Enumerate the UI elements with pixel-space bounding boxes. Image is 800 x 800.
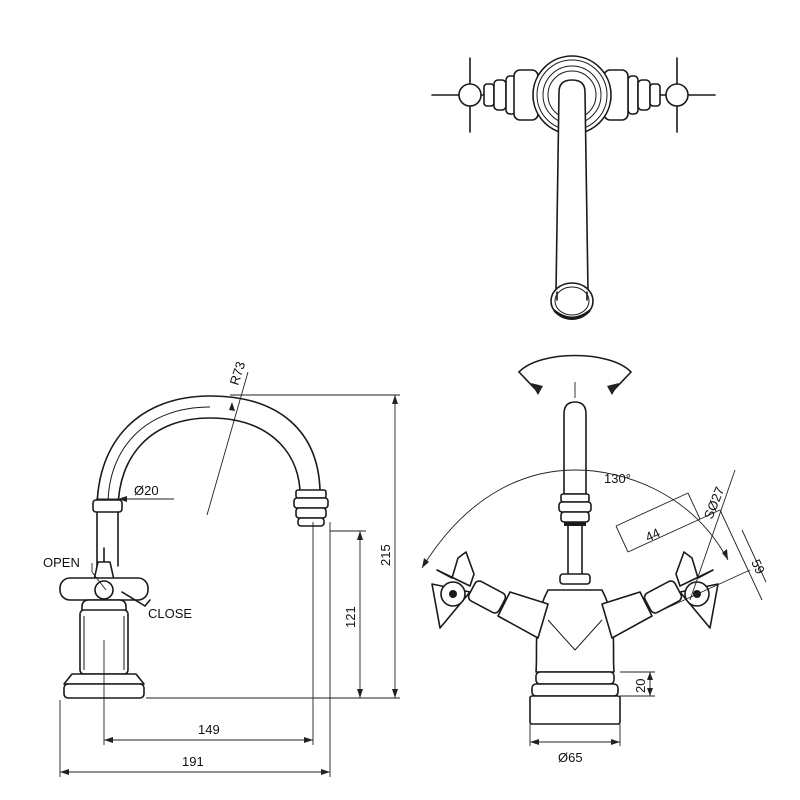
- side-labels: R73 Ø20 OPEN CLOSE 215 121 149 191: [43, 360, 393, 769]
- right-handle-front: [601, 551, 719, 639]
- front-view: 130° SØ27 44 59 20 Ø65: [421, 354, 768, 765]
- front-dimensions: [421, 469, 767, 746]
- body-front: [529, 589, 621, 725]
- spout-front: [558, 401, 592, 585]
- spout-diameter-label: Ø20: [134, 483, 159, 498]
- handle-side: [59, 547, 151, 637]
- right-handle-top: [627, 57, 716, 133]
- height-spout-label: 121: [343, 606, 358, 628]
- overall-length-label: 191: [182, 754, 204, 769]
- base-height-label: 20: [633, 679, 648, 693]
- side-view: R73 Ø20 OPEN CLOSE 215 121 149 191: [43, 360, 400, 777]
- reach-label: 149: [198, 722, 220, 737]
- rotation-arrows: [518, 354, 632, 398]
- top-view: [431, 55, 716, 320]
- left-handle-top: [431, 57, 517, 133]
- rotation-angle-label: 130°: [604, 471, 631, 486]
- handle-height-label: 59: [748, 557, 768, 576]
- handle-width-label: 44: [643, 525, 662, 545]
- spout-side: [92, 395, 329, 567]
- side-dimensions: [59, 371, 400, 777]
- left-handle-front: [431, 551, 549, 639]
- close-label: CLOSE: [148, 606, 192, 621]
- spout-top: [550, 79, 594, 320]
- radius-label: R73: [227, 360, 249, 387]
- base-diameter-label: Ø65: [558, 750, 583, 765]
- height-total-label: 215: [378, 544, 393, 566]
- front-labels: 130° SØ27 44 59 20 Ø65: [558, 471, 768, 765]
- open-label: OPEN: [43, 555, 80, 570]
